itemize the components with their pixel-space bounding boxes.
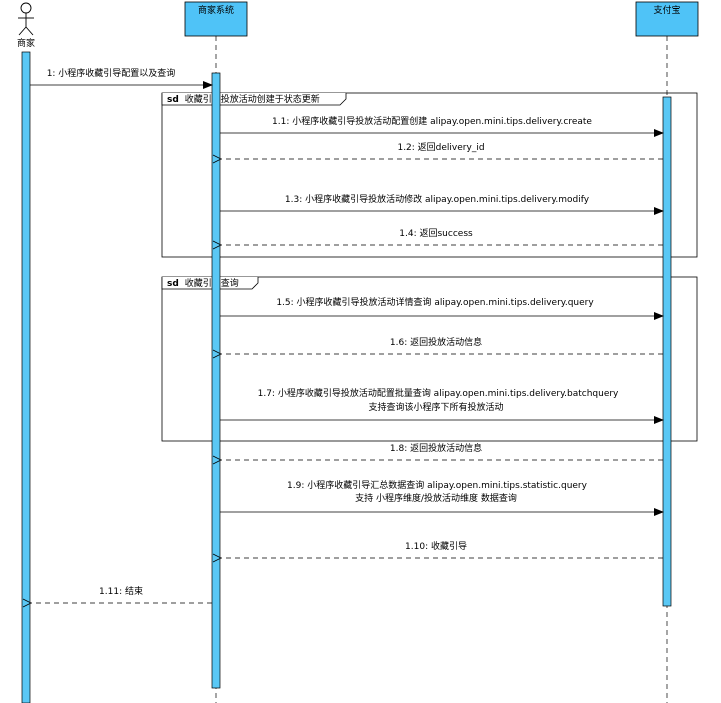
message-1-5-label: 1.5: 小程序收藏引导投放活动详情查询 alipay.open.mini.ti… (276, 296, 594, 308)
message-1-3-label: 1.3: 小程序收藏引导投放活动修改 alipay.open.mini.tips… (285, 193, 590, 205)
message-1-9-label: 1.9: 小程序收藏引导汇总数据查询 alipay.open.mini.tips… (287, 479, 588, 491)
activation-merchant-system (211, 72, 221, 689)
message-1-9: 1.9: 小程序收藏引导汇总数据查询 alipay.open.mini.tips… (220, 479, 664, 516)
message-1-8: 1.8: 返回投放活动信息 (212, 442, 663, 465)
message-1-10-label: 1.10: 收藏引导 (405, 540, 467, 552)
message-1-5: 1.5: 小程序收藏引导投放活动详情查询 alipay.open.mini.ti… (220, 296, 664, 320)
message-1-4-label: 1.4: 返回success (399, 227, 473, 239)
message-1-11: 1.11: 结束 (22, 585, 212, 608)
message-1-4: 1.4: 返回success (212, 227, 663, 250)
message-1-1-label: 1.1: 小程序收藏引导投放活动配置创建 alipay.open.mini.ti… (272, 115, 592, 127)
message-1-3: 1.3: 小程序收藏引导投放活动修改 alipay.open.mini.tips… (220, 193, 664, 215)
participant-merchant-system-label: 商家系统 (198, 4, 234, 16)
activation-alipay (662, 96, 672, 607)
message-1-6: 1.6: 返回投放活动信息 (212, 336, 663, 359)
frame-create-update-keyword: sd (167, 95, 179, 105)
message-1-9-label-line2: 支持 小程序维度/投放活动维度 数据查询 (355, 492, 517, 504)
message-1-2: 1.2: 返回delivery_id (212, 141, 663, 164)
frame-query: sd 收藏引导查询 (161, 276, 698, 442)
message-1-11-label: 1.11: 结束 (99, 585, 143, 597)
message-1-7-label-line2: 支持查询该小程序下所有投放活动 (368, 401, 503, 413)
participant-merchant-label: 商家 (17, 37, 35, 49)
message-1-8-label: 1.8: 返回投放活动信息 (390, 442, 482, 454)
actor-icon (18, 2, 34, 36)
participant-merchant-system: 商家系统 (184, 1, 248, 37)
message-1-label: 1: 小程序收藏引导配置以及查询 (47, 67, 176, 79)
svg-text:sd 收藏引导投放活动创建于状态更新: sd 收藏引导投放活动创建于状态更新 (167, 93, 320, 105)
participant-alipay-label: 支付宝 (653, 4, 680, 16)
participant-alipay: 支付宝 (635, 1, 699, 37)
participant-alipay-box (635, 1, 699, 37)
message-1-7-label: 1.7: 小程序收藏引导投放活动配置批量查询 alipay.open.mini.… (258, 387, 619, 399)
svg-text:sd 收藏引导查询: sd 收藏引导查询 (167, 277, 239, 289)
message-1: 1: 小程序收藏引导配置以及查询 (30, 67, 213, 89)
message-1-7: 1.7: 小程序收藏引导投放活动配置批量查询 alipay.open.mini.… (220, 387, 664, 424)
participant-merchant: 商家 (17, 2, 35, 49)
message-1-1: 1.1: 小程序收藏引导投放活动配置创建 alipay.open.mini.ti… (220, 115, 664, 137)
participant-merchant-system-box (184, 1, 248, 37)
message-1-2-label: 1.2: 返回delivery_id (397, 141, 484, 153)
activation-merchant (21, 51, 31, 703)
message-1-6-label: 1.6: 返回投放活动信息 (390, 336, 482, 348)
message-1-10: 1.10: 收藏引导 (212, 540, 663, 563)
frame-create-update-title: 收藏引导投放活动创建于状态更新 (185, 93, 320, 105)
frame-query-keyword: sd (167, 279, 179, 289)
